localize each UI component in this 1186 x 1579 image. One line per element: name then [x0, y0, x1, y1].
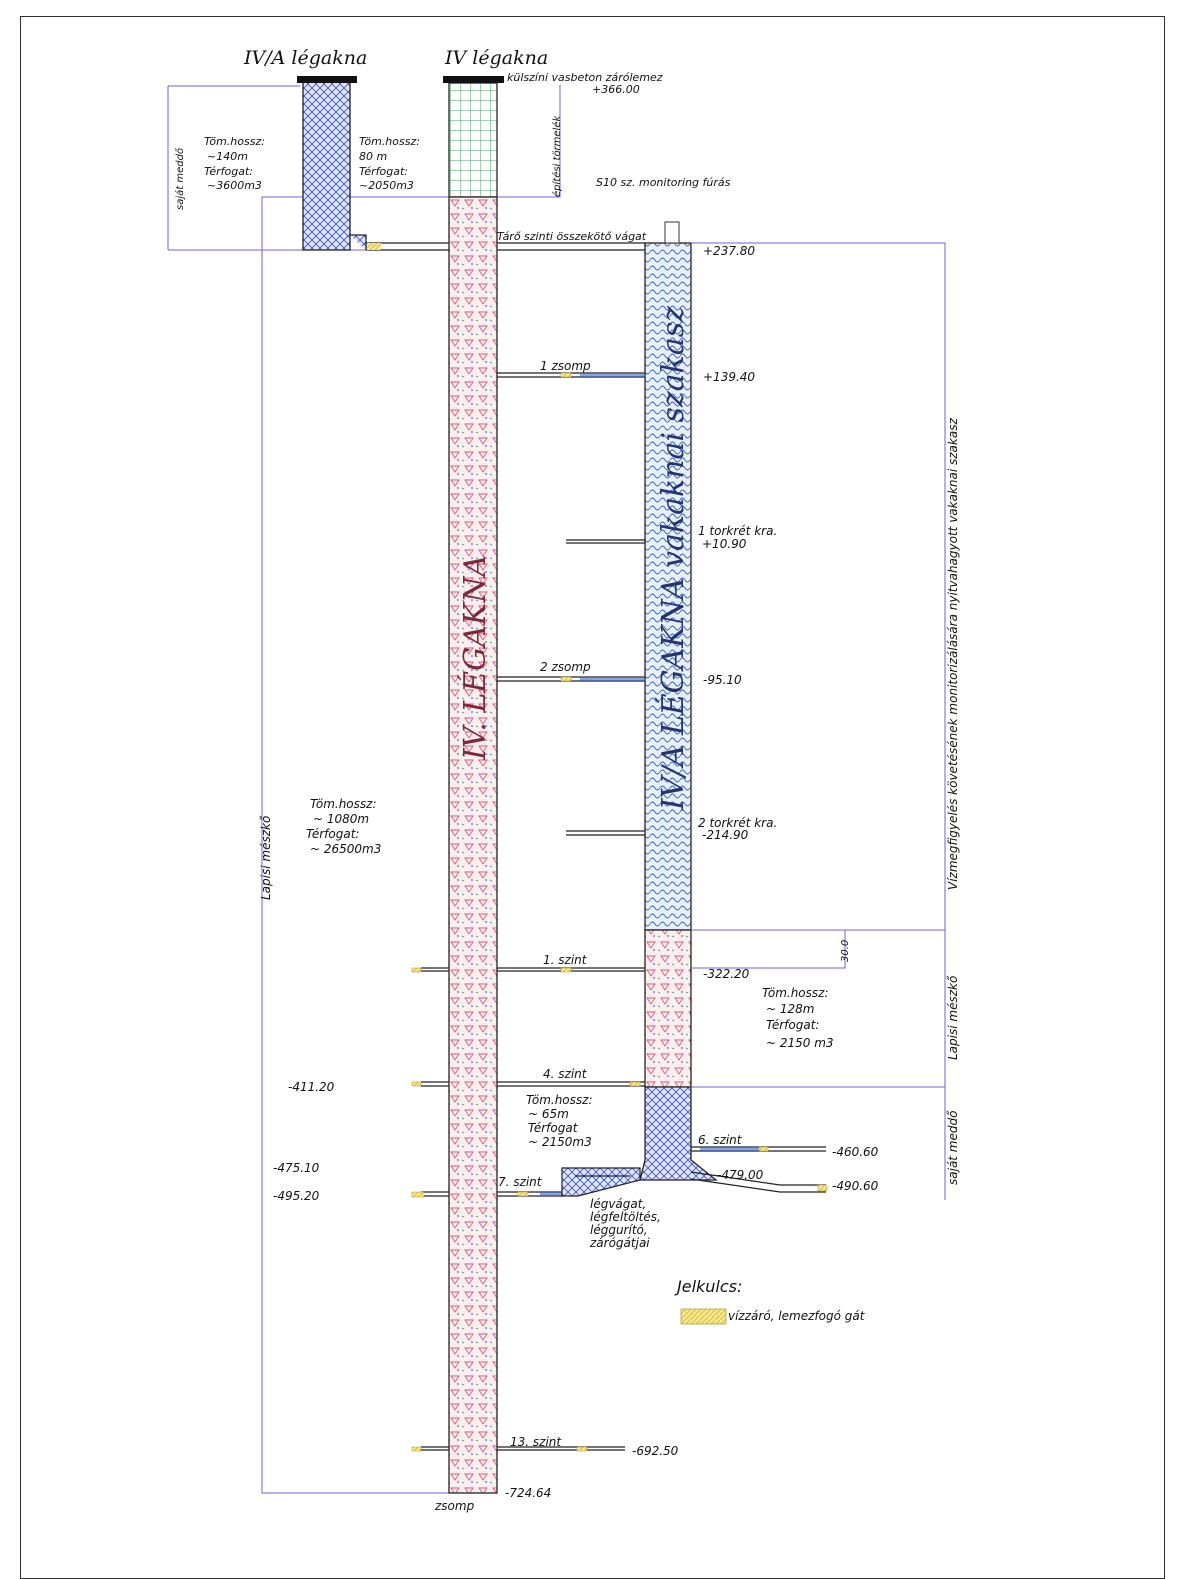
svg-text:Töm.hossz:: Töm.hossz:: [310, 797, 377, 811]
legend-dam-swatch: [680, 1308, 727, 1325]
svg-text:80 m: 80 m: [359, 150, 387, 163]
svg-text:-214.90: -214.90: [702, 828, 749, 842]
svg-text:légfeltöltés,: légfeltöltés,: [590, 1210, 661, 1224]
svg-text:-495.20: -495.20: [273, 1189, 320, 1203]
seven-level-dam-structure: [561, 1167, 641, 1197]
svg-text:Térfogat: Térfogat: [528, 1121, 579, 1135]
legend-dam-label: vízzáró, lemezfogó gát: [728, 1309, 866, 1323]
own-spoil-label-right: saját meddő: [946, 1110, 960, 1185]
debris-label: építési törmelék: [551, 115, 563, 197]
fill-info-iva-mid: Töm.hossz: ~ 128m Térfogat: ~ 2150 m3: [762, 986, 834, 1050]
monitoring-borehole-label: S10 sz. monitoring fúrás: [596, 176, 731, 189]
svg-text:-95.10: -95.10: [703, 673, 742, 687]
own-spoil-label-left: saját meddő: [174, 147, 186, 210]
svg-text:+237.80: +237.80: [703, 244, 755, 258]
left-guide-lines: [167, 85, 561, 1494]
level-labels: 1 zsomp 2 zsomp 1 torkrét kra. 2 torkrét…: [434, 359, 777, 1513]
svg-text:7. szint: 7. szint: [498, 1175, 543, 1189]
svg-text:~2050m3: ~2050m3: [359, 179, 414, 192]
svg-text:Térfogat:: Térfogat:: [306, 827, 359, 841]
svg-text:-322.20: -322.20: [703, 967, 750, 981]
svg-text:léggurító,: léggurító,: [590, 1223, 648, 1237]
svg-text:-475.10: -475.10: [273, 1161, 320, 1175]
svg-text:~ 2150m3: ~ 2150m3: [528, 1135, 592, 1149]
plate-elevation: +366.00: [592, 83, 640, 96]
svg-text:-479.00: -479.00: [717, 1168, 764, 1182]
right-guide-lines: [691, 242, 946, 1200]
svg-text:~ 128m: ~ 128m: [766, 1002, 814, 1016]
svg-text:-460.60: -460.60: [832, 1145, 879, 1159]
iva-shaft-title: IV/A légakna: [243, 47, 367, 69]
svg-text:Térfogat:: Térfogat:: [204, 165, 253, 178]
svg-text:légvágat,: légvágat,: [590, 1197, 646, 1211]
fill-info-iva-low: Töm.hossz: ~ 65m Térfogat ~ 2150m3: [526, 1093, 593, 1149]
svg-text:+139.40: +139.40: [703, 370, 755, 384]
legend-title: Jelkulcs:: [674, 1277, 742, 1296]
lapisi-limestone-label-left: Lapisi mészkő: [259, 815, 273, 900]
fill-info-iva-top: Töm.hossz: ~140m Térfogat: ~3600m3: [204, 135, 265, 192]
iv-shaft-title: IV légakna: [444, 47, 548, 69]
svg-text:+10.90: +10.90: [702, 537, 747, 551]
svg-text:1 torkrét kra.: 1 torkrét kra.: [698, 524, 777, 538]
svg-text:Töm.hossz:: Töm.hossz:: [762, 986, 829, 1000]
svg-text:~ 26500m3: ~ 26500m3: [310, 842, 381, 856]
iv-shaft-vertical-label: IV. LÉGAKNA: [457, 555, 493, 761]
svg-text:13. szint: 13. szint: [510, 1435, 562, 1449]
svg-text:~3600m3: ~3600m3: [207, 179, 262, 192]
lapisi-limestone-label-right: Lapisi mészkő: [946, 975, 960, 1060]
svg-text:4. szint: 4. szint: [543, 1067, 588, 1081]
svg-text:~ 1080m: ~ 1080m: [313, 812, 369, 826]
monitoring-section-label: Vízmegfigyelés követésének monitorizálás…: [946, 418, 960, 890]
svg-text:2 zsomp: 2 zsomp: [540, 660, 591, 674]
iv-shaft: [443, 76, 504, 1494]
connector-gallery-label: Tárő szinti összekötő vágat: [497, 230, 647, 243]
svg-text:zsomp: zsomp: [434, 1499, 475, 1513]
iva-upper-shaft: [297, 76, 367, 251]
svg-text:-724.64: -724.64: [505, 1486, 551, 1500]
fill-info-iv-top: Töm.hossz: 80 m Térfogat: ~2050m3: [359, 135, 420, 192]
svg-text:2 torkrét kra.: 2 torkrét kra.: [698, 816, 777, 830]
plate-label: külszíni vasbeton zárólemez: [507, 71, 663, 84]
connector-gallery: [366, 242, 645, 251]
svg-text:Térfogat:: Térfogat:: [359, 165, 408, 178]
svg-text:Töm.hossz:: Töm.hossz:: [359, 135, 420, 148]
svg-text:~140m: ~140m: [207, 150, 248, 163]
svg-text:6. szint: 6. szint: [698, 1133, 743, 1147]
svg-text:1 zsomp: 1 zsomp: [540, 359, 591, 373]
svg-text:~ 65m: ~ 65m: [528, 1107, 569, 1121]
svg-text:Térfogat:: Térfogat:: [766, 1018, 819, 1032]
svg-text:30.0: 30.0: [840, 940, 851, 962]
dam-markers: [411, 372, 828, 1452]
svg-text:-692.50: -692.50: [632, 1444, 679, 1458]
svg-text:Töm.hossz:: Töm.hossz:: [526, 1093, 593, 1107]
fill-info-iv-main: Töm.hossz: ~ 1080m Térfogat: ~ 26500m3: [306, 797, 381, 856]
svg-text:~ 2150 m3: ~ 2150 m3: [766, 1036, 834, 1050]
elevation-labels: +237.80 +139.40 +10.90 -95.10 -214.90 -3…: [273, 244, 879, 1500]
iva-shaft-vertical-label: IV/A LÉGAKNA vakaknai szakasz: [655, 306, 691, 811]
svg-text:-411.20: -411.20: [288, 1080, 335, 1094]
svg-text:Töm.hossz:: Töm.hossz:: [204, 135, 265, 148]
svg-text:1. szint: 1. szint: [543, 953, 588, 967]
svg-text:zárógátjai: zárógátjai: [589, 1236, 650, 1250]
dam-note: légvágat, légfeltöltés, léggurító, záróg…: [589, 1197, 661, 1250]
gallery-fill-blue: [540, 373, 760, 1196]
svg-text:-490.60: -490.60: [832, 1179, 879, 1193]
